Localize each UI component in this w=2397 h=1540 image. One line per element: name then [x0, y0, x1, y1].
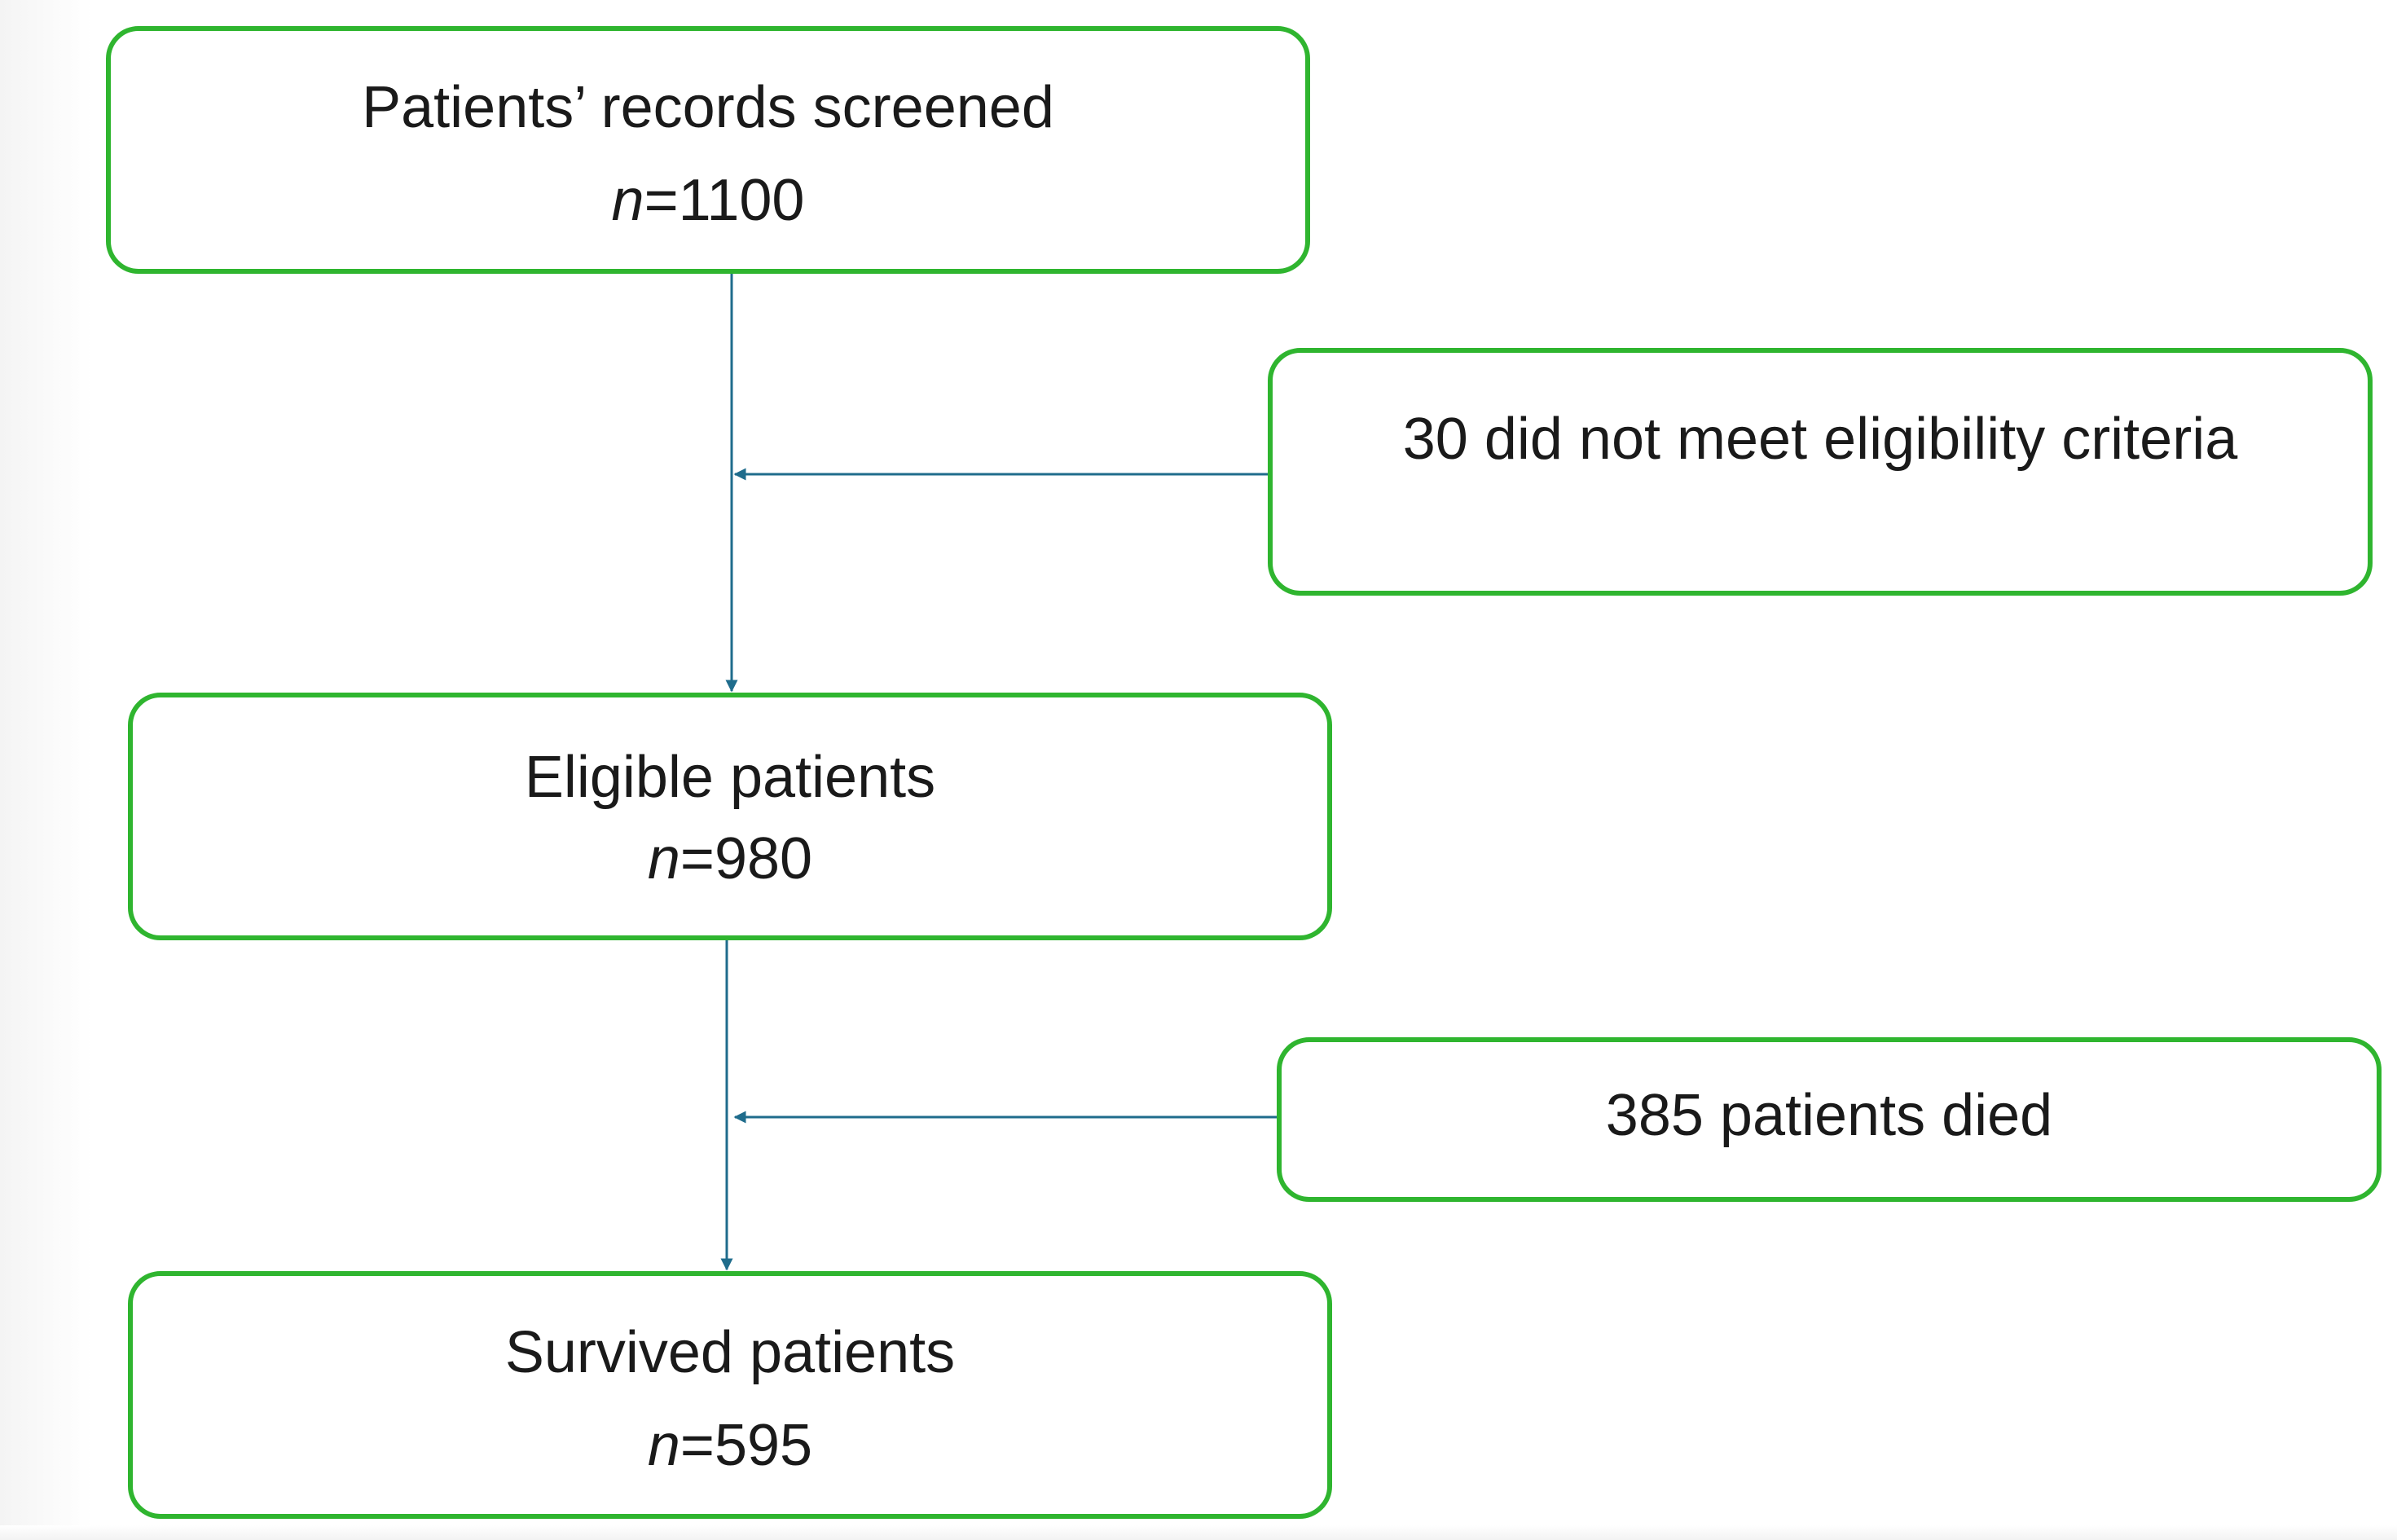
records-screened-value: =1100 [644, 168, 805, 233]
eligible-patients-count: n=980 [133, 829, 1327, 888]
eligible-patients-label: Eligible patients [524, 745, 936, 810]
died-label: 385 patients died [1605, 1083, 2053, 1148]
eligible-patients-value: =980 [680, 826, 813, 891]
records-screened-box: Patients’ records screened n=1100 [106, 26, 1310, 274]
excluded-box: 30 did not meet eligibility criteria [1268, 348, 2373, 596]
eligible-patients-box: Eligible patients n=980 [128, 693, 1332, 940]
survived-patients-value: =595 [680, 1413, 813, 1478]
excluded-label: 30 did not meet eligibility criteria [1402, 407, 2238, 472]
records-screened-count: n=1100 [111, 171, 1305, 230]
left-edge-shading [0, 0, 94, 1540]
n-symbol: n [647, 1413, 680, 1478]
died-box: 385 patients died [1277, 1037, 2382, 1202]
survived-patients-count: n=595 [133, 1416, 1327, 1475]
n-symbol: n [647, 826, 680, 891]
bottom-edge-shading [0, 1525, 2397, 1540]
survived-patients-box: Survived patients n=595 [128, 1271, 1332, 1519]
records-screened-label: Patients’ records screened [362, 75, 1054, 140]
n-symbol: n [611, 168, 644, 233]
survived-patients-label: Survived patients [504, 1320, 956, 1385]
